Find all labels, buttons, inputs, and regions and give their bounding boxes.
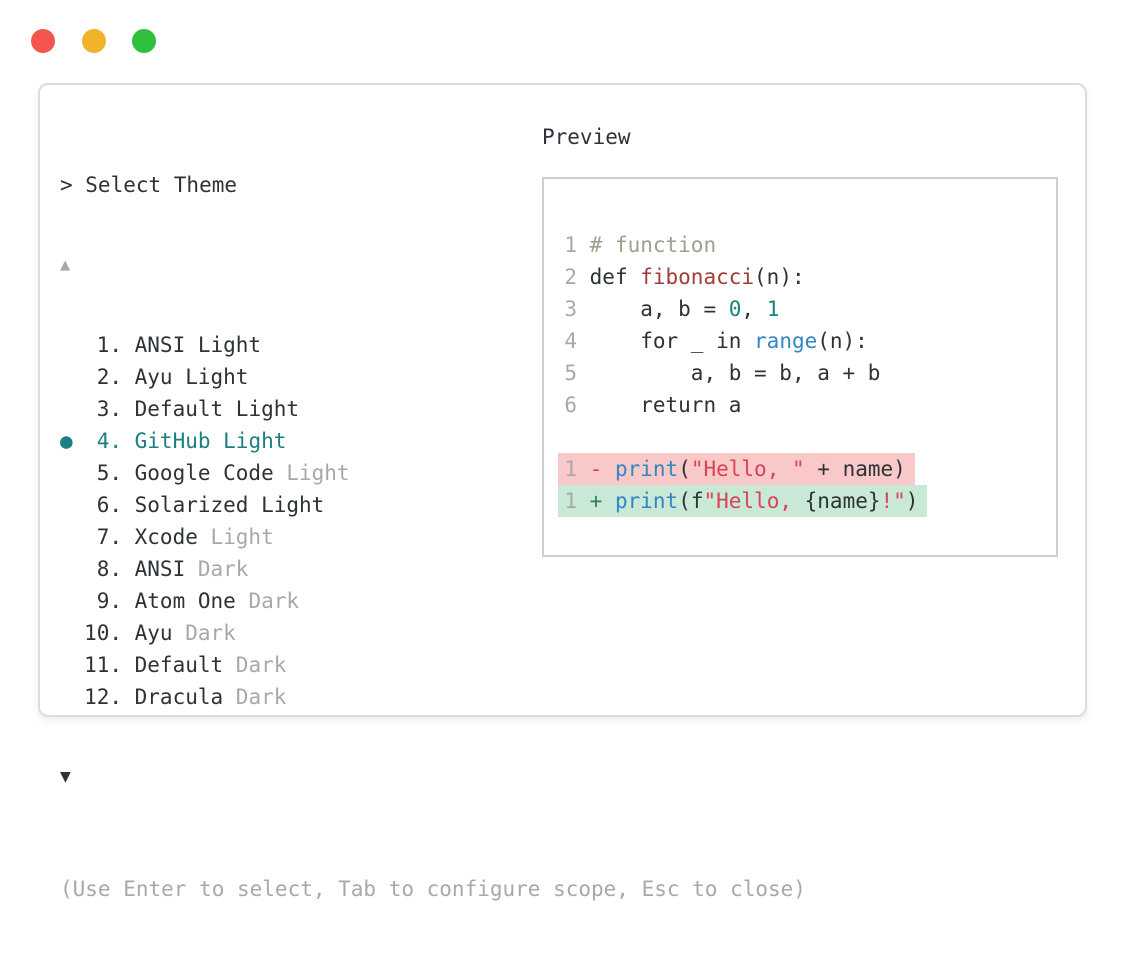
select-theme-prompt: > Select Theme [60,173,238,197]
item-variant: Dark [223,653,287,677]
theme-item-ayu-dark[interactable]: 10. Ayu Dark [60,617,806,649]
item-number: 12. [84,685,122,709]
item-number: 2. [84,365,122,389]
line-number: 6 [564,393,577,417]
item-variant: Dark [185,557,249,581]
diff-added-line: 1 + print(f"Hello, {name}!") [558,485,928,517]
item-name: Google Code [122,461,274,485]
code-line-5: 5 a, b = b, a + b [564,357,927,389]
code-line-2: 2 def fibonacci(n): [564,261,927,293]
item-name: GitHub [122,429,211,453]
theme-item-atom-one-dark[interactable]: 9. Atom One Dark [60,585,806,617]
theme-item-ansi-dark[interactable]: 8. ANSI Dark [60,553,806,585]
diff-sign: - [589,457,603,481]
item-name: Solarized [122,493,249,517]
code-line-4: 4 for _ in range(n): [564,325,927,357]
theme-picker-window: > Select Theme ▲ 1. ANSI Light 2. Ayu Li… [38,83,1087,901]
scroll-up-indicator[interactable]: ▲ [60,255,71,275]
line-number: 4 [564,329,577,353]
item-variant: Light [223,397,300,421]
item-number: 5. [84,461,122,485]
item-number: 7. [84,525,122,549]
line-number: 3 [564,297,577,321]
code-line-1: 1 # function [564,229,927,261]
theme-item-github-light[interactable]: ● 4. GitHub Light [60,425,806,457]
item-variant: Dark [172,621,236,645]
zoom-button[interactable] [132,29,157,53]
line-number: 1 [564,489,577,513]
item-number: 8. [84,557,122,581]
item-number: 6. [84,493,122,517]
item-name: Ayu [122,365,173,389]
code-line-6: 6 return a [564,389,927,421]
item-name: Atom One [122,589,236,613]
item-variant: Light [197,525,274,549]
item-variant: Light [273,461,350,485]
theme-item-google-code-light[interactable]: 5. Google Code Light [60,457,806,489]
theme-item-default-dark[interactable]: 11. Default Dark [60,649,806,681]
item-variant: Light [248,493,325,517]
item-name: Xcode [122,525,198,549]
item-variant: Light [210,429,287,453]
line-number: 1 [564,233,577,257]
preview-title: Preview [542,125,631,149]
item-number: 9. [84,589,122,613]
item-name: ANSI [122,557,186,581]
item-variant: Light [172,365,249,389]
selected-bullet: ● [60,429,73,453]
window-controls [31,29,173,57]
line-number: 2 [564,265,577,289]
close-button[interactable] [31,29,55,53]
item-number: 10. [84,621,122,645]
item-name: Default [122,653,224,677]
item-name: Ayu [122,621,173,645]
item-number: 11. [84,653,122,677]
theme-item-xcode-light[interactable]: 7. Xcode Light [60,521,806,553]
item-variant: Dark [223,685,287,709]
scroll-down-indicator[interactable]: ▼ [60,766,71,787]
item-number: 3. [84,397,122,421]
code-line-3: 3 a, b = 0, 1 [564,293,927,325]
item-name: Dracula [122,685,224,709]
theme-item-default-light[interactable]: 3. Default Light [60,393,806,425]
diff-sign: + [589,489,603,513]
item-variant: Dark [235,589,300,613]
item-name: Default [122,397,224,421]
item-name: ANSI [122,333,186,357]
line-number: 1 [564,457,577,481]
item-variant: Light [185,333,262,357]
theme-list: 1. ANSI Light 2. Ayu Light 3. Default Li… [60,329,806,713]
minimize-button[interactable] [81,29,106,53]
help-text: (Use Enter to select, Tab to configure s… [60,877,806,901]
theme-item-dracula-dark[interactable]: 12. Dracula Dark [60,681,806,713]
item-number: 4. [84,429,122,453]
theme-item-ayu-light[interactable]: 2. Ayu Light [60,361,806,393]
diff-removed-line: 1 - print("Hello, " + name) [558,453,927,485]
theme-item-solarized-light[interactable]: 6. Solarized Light [60,489,806,521]
line-number: 5 [564,361,577,385]
theme-item-ansi-light[interactable]: 1. ANSI Light [60,329,806,361]
item-number: 1. [84,333,122,357]
